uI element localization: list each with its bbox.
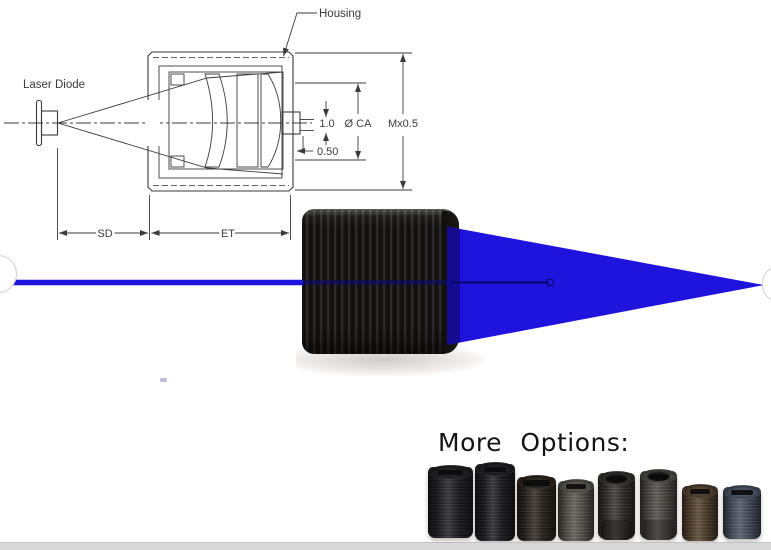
lens-element-1	[204, 73, 228, 168]
aperture-lip	[281, 111, 301, 135]
beam-axis-endpoint	[546, 278, 554, 287]
technical-drawing: Housing Laser Diode 1.0 Ø CA Mx0.5	[4, 8, 420, 243]
option-housing-2	[475, 462, 515, 541]
laser-diode-symbol	[35, 99, 59, 147]
lens-element-3	[260, 73, 282, 168]
dim-et-label: ET	[221, 228, 235, 240]
housing-label: Housing	[319, 8, 361, 20]
dim-clear-aperture: Ø CA	[295, 82, 375, 161]
option-housing-4-slot	[565, 484, 587, 489]
photo-artifact-dash	[160, 378, 167, 382]
option-housing-8-slot	[731, 490, 753, 495]
threaded-housing-photo	[302, 209, 459, 354]
lens-cell	[168, 71, 284, 170]
option-housing-6	[640, 469, 677, 540]
carousel-next-button[interactable]	[762, 265, 771, 303]
option-housing-8	[723, 485, 761, 539]
option-housing-3-slot	[522, 480, 551, 486]
housing-cross-section	[146, 51, 314, 192]
option-housing-6-hole	[646, 471, 671, 481]
option-housing-1	[428, 465, 473, 538]
option-housing-3	[517, 475, 556, 541]
dim-aperture: 1.0	[317, 101, 337, 150]
option-housing-7-slot	[689, 489, 711, 494]
option-housing-5-hole	[604, 473, 629, 483]
svg-text:0.50: 0.50	[317, 146, 338, 158]
beam-cone	[447, 226, 764, 345]
option-housing-1-slot	[437, 470, 464, 475]
dim-thread: Mx0.5	[295, 52, 420, 191]
svg-text:1.0: 1.0	[319, 118, 334, 130]
more-options-heading: More Options:	[438, 428, 630, 457]
option-housing-5	[598, 471, 635, 540]
option-housing-4	[558, 479, 594, 541]
carousel-prev-button[interactable]	[0, 255, 17, 293]
dim-sd-label: SD	[97, 228, 112, 240]
svg-text:Mx0.5: Mx0.5	[388, 118, 418, 130]
svg-text:Ø CA: Ø CA	[345, 118, 373, 130]
housing-leader-line	[283, 12, 317, 57]
option-housing-2-slot	[483, 467, 507, 472]
bottom-border-strip	[0, 542, 771, 550]
laser-diode-label: Laser Diode	[23, 79, 85, 91]
housing-outline	[147, 51, 294, 192]
housing-endcap	[442, 211, 459, 352]
lens-element-2	[236, 73, 259, 168]
option-housing-7	[682, 484, 718, 541]
option-housing-5-step	[600, 520, 633, 540]
option-housing-6-step	[642, 519, 675, 540]
dim-sd-et: SD ET	[57, 148, 291, 243]
dim-lip: 0.50	[297, 136, 341, 161]
